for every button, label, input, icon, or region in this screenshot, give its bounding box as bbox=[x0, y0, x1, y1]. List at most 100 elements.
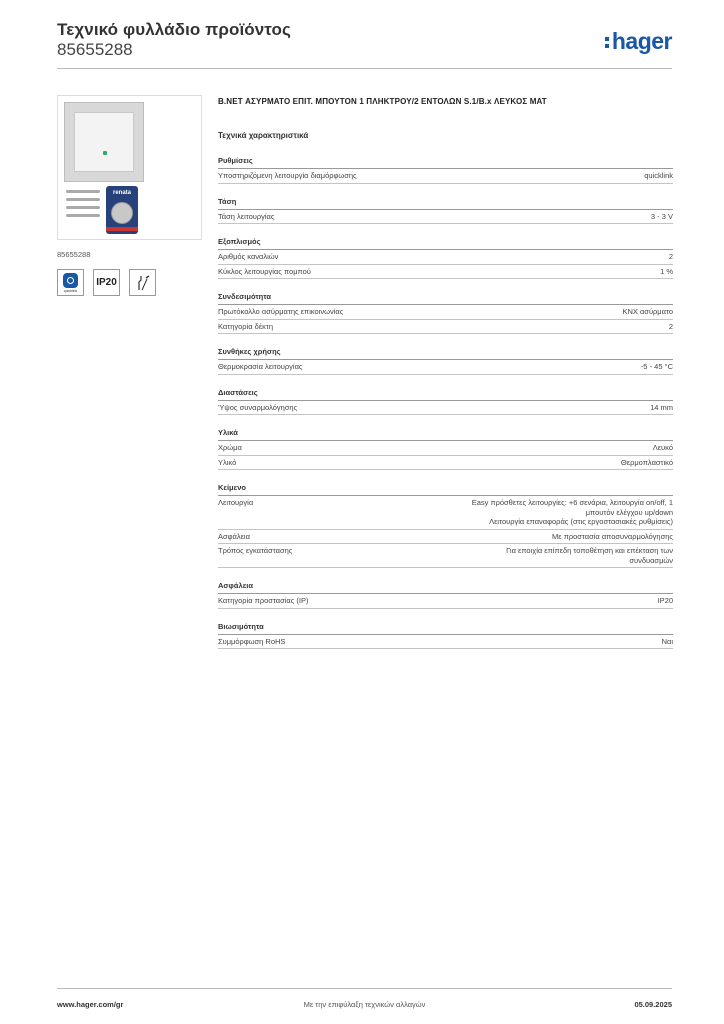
spec-value: KNX ασύρματο bbox=[622, 307, 673, 317]
spec-value-line: 2 bbox=[668, 321, 673, 331]
spec-value: -5 - 45 °C bbox=[641, 362, 673, 372]
spec-value: Με προστασία αποσυναρμολόγησης bbox=[552, 532, 673, 542]
spec-row: Πρωτόκολλο ασύρματης επικοινωνίας KNX ασύ… bbox=[218, 305, 673, 320]
spec-row: Λειτουργία Easy πρόσθετες λειτουργίες: +6… bbox=[218, 496, 673, 530]
spec-value-line: quicklink bbox=[644, 171, 673, 180]
section-title: Υλικά bbox=[218, 428, 673, 441]
spec-row: Ύψος συναρμολόγησης 14 mm bbox=[218, 401, 673, 415]
section-title: Κείμενο bbox=[218, 483, 673, 496]
hager-logo: hager bbox=[604, 28, 673, 54]
spec-label: Ασφάλεια bbox=[218, 531, 250, 541]
spec-label: Θερμοκρασία λειτουργίας bbox=[218, 362, 303, 371]
spec-value: 2 bbox=[669, 322, 673, 332]
ip20-badge: IP20 bbox=[93, 269, 120, 296]
spec-row: Τρόπος εγκατάστασης Για εποιχία επίπεδη τ… bbox=[218, 544, 673, 568]
spec-row: Τάση λειτουργίας 3 - 3 V bbox=[218, 210, 673, 224]
footer-date: 05.09.2025 bbox=[634, 1000, 672, 1009]
feature-badges: quicklink IP20 bbox=[57, 269, 202, 296]
spec-value: 1 % bbox=[660, 267, 673, 277]
product-title: B.NET ΑΣΥΡΜΑΤΟ ΕΠΙΤ. ΜΠΟΥΤΟΝ 1 ΠΛΗΚΤΡΟΥ/… bbox=[218, 97, 547, 106]
spec-value: IP20 bbox=[658, 596, 673, 606]
footer-website[interactable]: www.hager.com/gr bbox=[57, 1000, 124, 1009]
spec-value: 14 mm bbox=[650, 403, 673, 413]
section-title: Εξοπλισμός bbox=[218, 237, 673, 250]
spec-value-line: 2 bbox=[668, 252, 673, 261]
screws-icon bbox=[66, 188, 102, 228]
section-title: Βιωσιμότητα bbox=[218, 622, 673, 635]
product-image: renata bbox=[57, 95, 202, 240]
spec-label: Πρωτόκολλο ασύρματης επικοινωνίας bbox=[218, 307, 344, 316]
section-title: Συνδεσιμότητα bbox=[218, 292, 673, 305]
spec-value: Easy πρόσθετες λειτουργίες: +6 σενάρια, … bbox=[472, 498, 673, 527]
section-title: Ασφάλεια bbox=[218, 581, 673, 594]
spec-label: Αριθμός καναλιών bbox=[218, 252, 279, 261]
spec-row: Κατηγορία προστασίας (IP) IP20 bbox=[218, 594, 673, 609]
spec-row: Θερμοκρασία λειτουργίας -5 - 45 °C bbox=[218, 360, 673, 375]
spec-value: Λευκό bbox=[653, 443, 673, 453]
switch-frame bbox=[64, 102, 144, 182]
spec-label: Κύκλος λειτουργίας πομπού bbox=[218, 266, 311, 276]
spec-value: 2 bbox=[669, 252, 673, 262]
battery-brand: renata bbox=[112, 190, 131, 196]
spec-value: Για εποιχία επίπεδη τοποθέτηση και επέκτ… bbox=[506, 546, 673, 565]
spec-value-line: μπουτόν ελέγχου up/down bbox=[585, 507, 673, 517]
image-product-code: 85655288 bbox=[57, 250, 91, 259]
quicklink-icon: quicklink bbox=[57, 269, 84, 296]
left-column: renata 85655288 quicklink IP20 bbox=[57, 95, 202, 296]
header-divider bbox=[57, 68, 672, 69]
coin-cell-icon bbox=[111, 202, 133, 224]
spec-label: Λειτουργία bbox=[218, 498, 254, 507]
spec-label: Συμμόρφωση RoHS bbox=[218, 636, 286, 646]
logo-dots-icon bbox=[604, 34, 609, 50]
main-content: B.NET ΑΣΥΡΜΑΤΟ ΕΠΙΤ. ΜΠΟΥΤΟΝ 1 ΠΛΗΚΤΡΟΥ/… bbox=[218, 96, 673, 649]
spec-value-line: Θερμοπλαστικό bbox=[620, 457, 673, 467]
spec-label: Κατηγορία δέκτη bbox=[218, 321, 274, 331]
spec-label: Ύψος συναρμολόγησης bbox=[218, 402, 298, 412]
spec-row: Ασφάλεια Με προστασία αποσυναρμολόγησης bbox=[218, 530, 673, 544]
spec-row: Χρώμα Λευκό bbox=[218, 441, 673, 456]
switch-plate bbox=[74, 112, 134, 172]
tech-heading: Τεχνικά χαρακτηριστικά bbox=[218, 131, 309, 140]
spec-label: Χρώμα bbox=[218, 443, 242, 452]
spec-row: Αριθμός καναλιών 2 bbox=[218, 250, 673, 265]
quicklink-label: quicklink bbox=[63, 289, 78, 293]
spec-value-line: Με προστασία αποσυναρμολόγησης bbox=[552, 531, 673, 541]
spec-row: Κατηγορία δέκτη 2 bbox=[218, 320, 673, 334]
spec-value: quicklink bbox=[644, 171, 673, 181]
spec-label: Κατηγορία προστασίας (IP) bbox=[218, 596, 309, 605]
document-title: Τεχνικό φυλλάδιο προϊόντος bbox=[57, 20, 291, 39]
battery-pack-icon: renata bbox=[106, 186, 138, 234]
spec-row: Κύκλος λειτουργίας πομπού 1 % bbox=[218, 265, 673, 279]
spec-value-line: Easy πρόσθετες λειτουργίες: +6 σενάρια, … bbox=[471, 498, 673, 507]
spec-value-line: -5 - 45 °C bbox=[640, 362, 673, 371]
spec-value-line: Λειτουργία επαναφοράς (στις εργοστασιακέ… bbox=[489, 517, 673, 526]
section-title: Διαστάσεις bbox=[218, 388, 673, 401]
section-title: Τάση bbox=[218, 197, 673, 210]
spec-value-line: 1 % bbox=[660, 266, 673, 276]
spec-value-line: Για εποιχία επίπεδη τοποθέτηση και επέκτ… bbox=[506, 546, 673, 555]
spec-label: Υλικό bbox=[218, 457, 237, 467]
spec-value-line: Λευκό bbox=[652, 443, 673, 452]
led-indicator-icon bbox=[103, 151, 107, 155]
section-title: Ρυθμίσεις bbox=[218, 156, 673, 169]
spec-label: Τρόπος εγκατάστασης bbox=[218, 546, 293, 555]
spec-value: 3 - 3 V bbox=[651, 212, 673, 222]
product-code: 85655288 bbox=[57, 40, 133, 59]
screwdriver-icon bbox=[129, 269, 156, 296]
footer-disclaimer: Με την επιφύλαξη τεχνικών αλλαγών bbox=[303, 1000, 426, 1009]
spec-value: Θερμοπλαστικό bbox=[621, 458, 673, 468]
spec-value-line: 14 mm bbox=[650, 402, 673, 412]
page-footer: www.hager.com/gr Με την επιφύλαξη τεχνικ… bbox=[57, 988, 672, 1012]
spec-value-line: KNX ασύρματο bbox=[622, 307, 673, 316]
spec-label: Τάση λειτουργίας bbox=[218, 211, 275, 221]
spec-row: Υλικό Θερμοπλαστικό bbox=[218, 456, 673, 470]
